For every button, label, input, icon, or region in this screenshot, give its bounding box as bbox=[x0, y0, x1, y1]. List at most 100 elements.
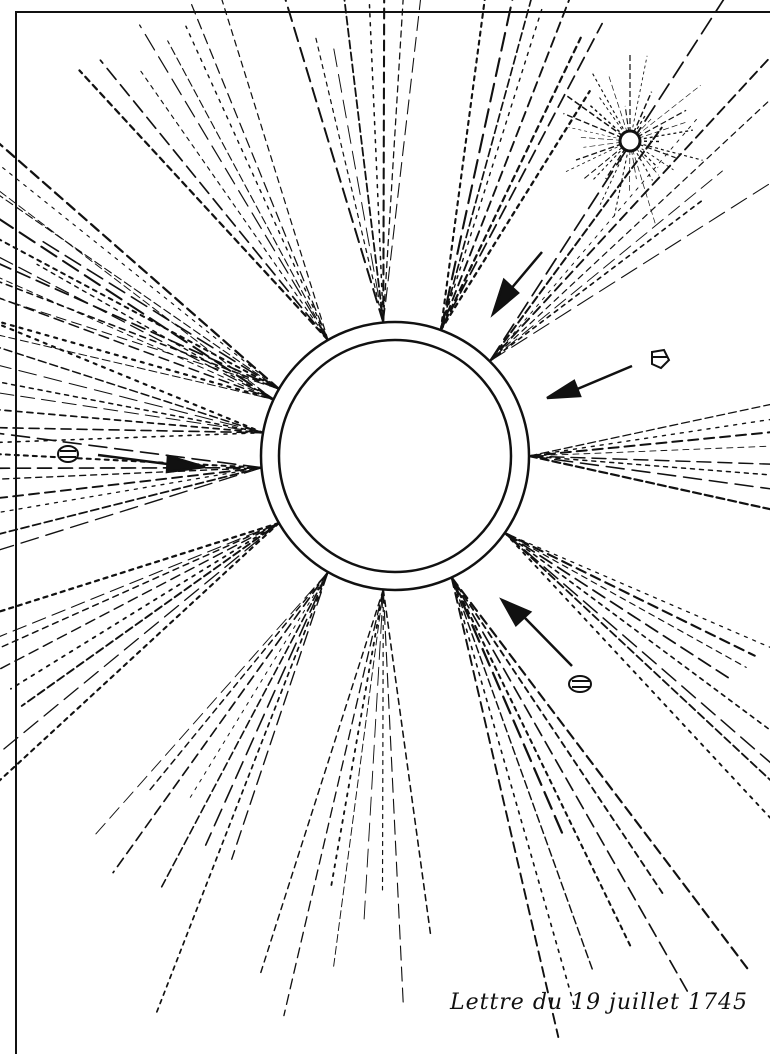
dashed-ray bbox=[80, 71, 329, 341]
dashed-ray bbox=[0, 128, 274, 400]
dashed-ray bbox=[452, 577, 689, 994]
dashed-ray bbox=[0, 523, 279, 770]
dashed-ray bbox=[260, 590, 383, 975]
ray-group bbox=[505, 533, 770, 882]
dashed-ray bbox=[490, 128, 662, 362]
dashed-ray bbox=[452, 577, 663, 893]
dashed-ray bbox=[316, 38, 384, 323]
small-body-top-right bbox=[563, 52, 702, 224]
dashed-ray bbox=[156, 572, 328, 1014]
dashed-ray bbox=[331, 590, 384, 890]
dashed-ray bbox=[529, 456, 770, 530]
dashed-ray bbox=[284, 590, 383, 1016]
dashed-ray bbox=[364, 590, 384, 925]
arrow-upper-right bbox=[493, 252, 542, 314]
small-body-ray bbox=[609, 77, 628, 134]
small-body-ray bbox=[637, 110, 686, 137]
dashed-ray bbox=[333, 590, 383, 970]
dashed-ray bbox=[490, 171, 723, 361]
dashed-ray bbox=[490, 115, 700, 361]
dashed-ray bbox=[383, 0, 405, 323]
central-sphere bbox=[261, 322, 529, 590]
dashed-ray bbox=[217, 0, 328, 340]
small-body-core bbox=[620, 131, 640, 151]
small-body-ray bbox=[565, 144, 622, 172]
dashed-ray bbox=[452, 577, 632, 948]
particle-right bbox=[652, 350, 669, 368]
dashed-ray bbox=[37, 264, 274, 399]
dashed-ray bbox=[148, 572, 329, 793]
dashed-ray bbox=[280, 0, 383, 323]
dashed-ray bbox=[441, 0, 550, 330]
dashed-ray bbox=[0, 377, 263, 433]
small-body-ray bbox=[592, 73, 626, 134]
arrow-lower-right bbox=[502, 600, 572, 666]
small-body-ray bbox=[576, 144, 623, 160]
small-body-ray bbox=[583, 142, 622, 147]
dashed-ray bbox=[505, 533, 770, 882]
small-body-ray bbox=[592, 147, 625, 182]
dashed-ray bbox=[162, 572, 329, 887]
arrow-left-to-right bbox=[98, 455, 205, 472]
dashed-ray bbox=[505, 533, 729, 678]
dashed-ray bbox=[333, 45, 383, 322]
particle-lower-right bbox=[569, 676, 591, 692]
dashed-ray bbox=[0, 468, 262, 586]
dashed-ray bbox=[383, 590, 430, 935]
small-body-ray bbox=[629, 149, 630, 191]
dashed-ray bbox=[333, 0, 384, 322]
dashed-ray bbox=[441, 0, 500, 330]
dashed-ray bbox=[529, 415, 770, 456]
dashed-ray bbox=[441, 8, 542, 330]
dashed-ray bbox=[452, 577, 575, 1008]
small-body-ray bbox=[590, 106, 624, 136]
dashed-ray bbox=[505, 533, 770, 697]
dashed-ray bbox=[0, 304, 274, 399]
dashed-ray bbox=[93, 572, 328, 837]
ray-group bbox=[490, 0, 770, 361]
caption-date: Lettre du 19 juillet 1745 bbox=[450, 990, 748, 1015]
ray-group bbox=[452, 577, 749, 1037]
dashed-ray bbox=[0, 523, 279, 708]
dashed-ray bbox=[383, 0, 433, 322]
dashed-ray bbox=[452, 577, 593, 969]
particle-left bbox=[58, 446, 78, 462]
ray-group bbox=[93, 572, 328, 1014]
dashed-ray bbox=[206, 572, 328, 845]
arrow-right bbox=[547, 366, 632, 398]
dashed-ray bbox=[189, 572, 328, 800]
dashed-ray bbox=[168, 41, 328, 340]
dashed-ray bbox=[383, 590, 403, 1008]
dashed-ray bbox=[232, 572, 328, 859]
ray-group bbox=[280, 0, 434, 322]
dashed-ray bbox=[441, 24, 602, 331]
dashed-ray bbox=[383, 590, 384, 890]
small-body-ray bbox=[632, 149, 655, 224]
ray-group bbox=[0, 128, 274, 400]
dashed-ray bbox=[0, 468, 262, 501]
sphere-inner-body bbox=[279, 340, 511, 572]
dashed-ray bbox=[490, 42, 770, 362]
dashed-ray bbox=[369, 0, 384, 323]
dashed-ray bbox=[383, 0, 384, 322]
dashed-ray bbox=[490, 201, 701, 361]
dashed-ray bbox=[186, 26, 328, 340]
ray-group bbox=[441, 0, 602, 330]
dashed-ray bbox=[141, 71, 328, 340]
ray-group bbox=[0, 418, 262, 586]
small-body-ray bbox=[638, 122, 686, 138]
dashed-ray bbox=[441, 0, 543, 330]
dashed-ray bbox=[529, 399, 770, 456]
dashed-ray bbox=[452, 577, 562, 832]
ray-group bbox=[529, 399, 770, 529]
dashed-ray bbox=[11, 523, 279, 689]
ray-group bbox=[80, 0, 329, 340]
small-body-ray bbox=[637, 145, 674, 170]
dashed-ray bbox=[505, 533, 770, 857]
small-body-ray bbox=[638, 144, 676, 158]
dashed-ray bbox=[0, 468, 262, 469]
dashed-ray bbox=[505, 533, 746, 668]
dashed-ray bbox=[0, 164, 274, 400]
dashed-ray bbox=[452, 577, 749, 970]
